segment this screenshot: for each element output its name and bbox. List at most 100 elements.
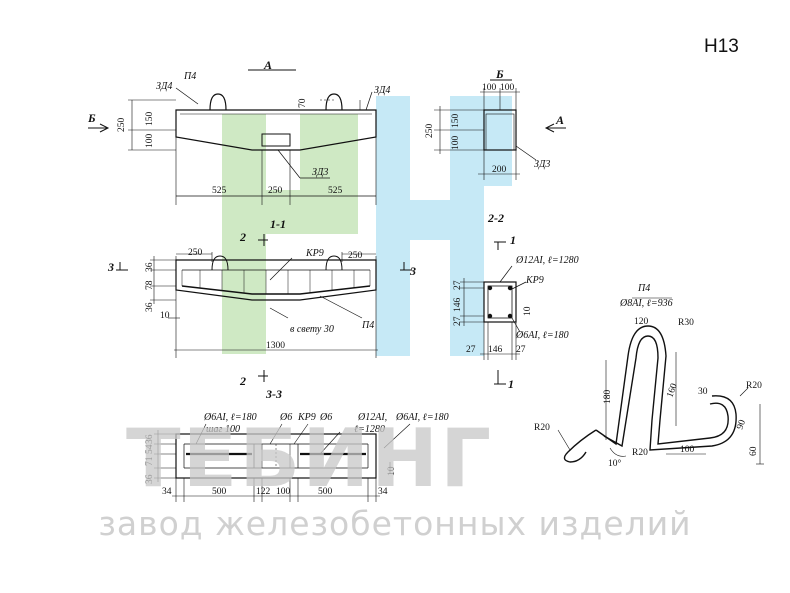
dim-70: 70 (298, 98, 308, 108)
loop-p4-dim-90: 90 (735, 418, 748, 431)
view-b-title: Б (495, 67, 504, 81)
section-1-1-title: 1-1 (270, 217, 286, 231)
lifting-loop-right (325, 93, 343, 111)
cut-1-top: 1 (510, 233, 516, 247)
s22-dim-146-mid: 146 (488, 345, 503, 355)
s33-bar6-mid: Ø6 (279, 412, 292, 423)
loop-p4-title: П4 (637, 283, 650, 294)
view-b-dim-200: 200 (492, 165, 507, 175)
frame-kp9-bottom (181, 285, 371, 295)
loop-p4-r20-right: R20 (746, 381, 762, 391)
view-b-dim-250: 250 (425, 124, 435, 139)
view-b-dim-100: 100 (451, 136, 461, 151)
s22-bar6: Ø6АI, ℓ=180 (515, 330, 569, 341)
s33-step: шаг 100 (206, 424, 240, 435)
s33-dim-500-left: 500 (212, 487, 227, 497)
s33-dim-34-right: 34 (378, 487, 388, 497)
s11-dim-1300: 1300 (266, 341, 285, 351)
cut-3-left: 3 (107, 260, 114, 274)
s22-dim-27-left: 27 (466, 345, 476, 355)
s33-dim-122: 122 (256, 487, 271, 497)
zd3-plate (261, 133, 291, 147)
dim-150: 150 (145, 112, 155, 127)
s22-dim-146: 146 (453, 298, 463, 313)
loop-p4-dim-30: 30 (698, 387, 708, 397)
loop-p4-dim-100: 100 (680, 445, 695, 455)
section-3-3 (154, 423, 411, 502)
watermark-brand: ТЕБИНГ (126, 412, 494, 505)
s33-bar12: Ø12АI, (357, 412, 387, 423)
cut-1-bottom: 1 (508, 377, 514, 391)
s11-dim-78: 78 (145, 280, 155, 290)
cut-3-right: 3 (409, 264, 416, 278)
s33-dim-500-right: 500 (318, 487, 333, 497)
s11-dim-250-right: 250 (348, 251, 363, 261)
s33-dim-100: 100 (276, 487, 291, 497)
view-a (88, 69, 377, 205)
s33-bar6-right: Ø6АI, ℓ=180 (395, 412, 449, 423)
s22-dim-10: 10 (523, 306, 533, 316)
s33-kp9: КР9 (297, 412, 316, 423)
section-3-3-title: 3-3 (265, 387, 282, 401)
s33-bar6-mid2: Ø6 (319, 412, 332, 423)
lifting-loop-left (209, 93, 227, 111)
view-b-dim-100-right: 100 (500, 83, 515, 93)
dim-525-right: 525 (328, 186, 343, 196)
s33-dim-54: 54 (145, 444, 155, 454)
s11-dim-250-left: 250 (188, 248, 203, 258)
view-a-p4-label: П4 (183, 71, 196, 82)
view-b-dim-100-left: 100 (482, 83, 497, 93)
drawing-code: Н13 (704, 36, 739, 57)
view-b-zd3: ЗД3 (534, 159, 550, 170)
loop-left (211, 255, 229, 271)
view-a-zd4-left: ЗД4 (156, 81, 172, 92)
dim-250: 250 (117, 118, 127, 133)
loop-p4-bar-inner (603, 335, 737, 451)
s11-dim-10: 10 (160, 311, 170, 321)
loop-p4-r20-left: R20 (534, 423, 550, 433)
watermark-logo (222, 96, 512, 356)
loop-p4-dim-120: 120 (634, 317, 649, 327)
clear-span-label: в свету 30 (290, 324, 334, 335)
loop-p4-dim-60: 60 (749, 446, 759, 456)
s11-dim-36: 36 (145, 262, 155, 272)
section-1-1-p4: П4 (361, 320, 374, 331)
s22-dim-27-top: 27 (453, 280, 463, 290)
view-b-dim-150: 150 (451, 114, 461, 129)
cut-2-bottom: 2 (239, 374, 246, 388)
s33-dim-71: 71 (145, 456, 155, 466)
loop-right (325, 255, 343, 271)
loop-p4-dim-180: 180 (603, 390, 613, 405)
loop-p4-r30: R30 (678, 318, 694, 328)
s33-bar12-len: ℓ=1280 (354, 424, 385, 435)
section-2-2 (460, 241, 527, 385)
s22-dim-27-bottom: 27 (453, 316, 463, 326)
section-2-2-title: 2-2 (487, 211, 504, 225)
s33-bar6-left: Ø6АI, ℓ=180 (203, 412, 257, 423)
loop-p4-angle: 10° (608, 458, 622, 469)
s33-dim-10: 10 (387, 466, 397, 476)
watermark-factory: завод железобетонных изделий (98, 504, 692, 543)
cut-2-top: 2 (239, 230, 246, 244)
s33-dim-34-left: 34 (162, 487, 172, 497)
s22-dim-27-right: 27 (516, 345, 526, 355)
view-a-zd4-right: ЗД4 (374, 85, 390, 96)
view-b (434, 79, 566, 180)
loop-p4-spec: Ø8АI, ℓ=936 (619, 298, 673, 309)
s22-kp9: КР9 (525, 275, 544, 286)
loop-p4-hook-left (563, 429, 597, 463)
section-1-1-kp9: КР9 (305, 248, 324, 259)
dim-250-mid: 250 (268, 186, 283, 196)
section-1-1 (116, 234, 412, 382)
loop-p4-r20-bottom: R20 (632, 448, 648, 458)
view-b-side-marker: А (555, 113, 564, 127)
view-a-title: А (263, 58, 272, 72)
loop-p4-bar-outer (595, 325, 729, 446)
dim-100: 100 (145, 134, 155, 149)
dim-525-left: 525 (212, 186, 227, 196)
loop-p4-detail (557, 297, 764, 465)
s33-dim-36-top: 36 (145, 434, 155, 444)
view-a-side-marker: Б (87, 111, 96, 125)
view-a-zd3: ЗД3 (312, 167, 328, 178)
